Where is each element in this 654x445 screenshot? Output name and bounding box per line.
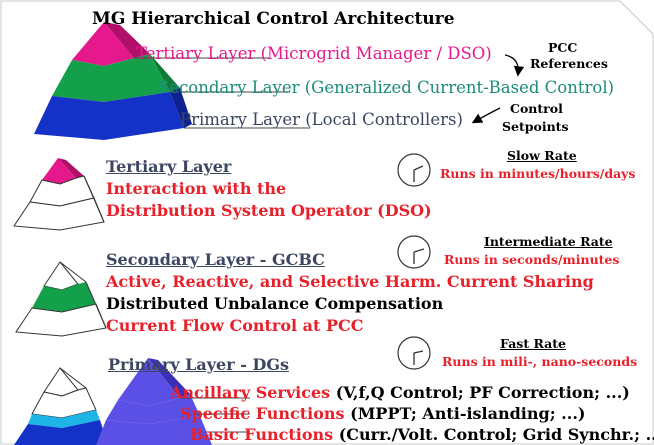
tertiary-heading: Tertiary Layer: [106, 157, 232, 176]
secondary-line2: Distributed Unbalance Compensation: [106, 294, 444, 313]
intermediate-rate-desc: Runs in seconds/minutes: [444, 252, 620, 267]
intermediate-rate-title: Intermediate Rate: [484, 234, 613, 249]
label-secondary-layer: Secondary Layer (Generalized Current-Bas…: [158, 78, 615, 97]
function-specific-name: Specific Functions: [180, 404, 345, 423]
pyramid-primary-tier: [34, 92, 184, 140]
control-arrow: [471, 107, 501, 124]
fast-rate-desc: Runs in mili-, nano-seconds: [442, 354, 638, 369]
functions-pyramid: [96, 358, 250, 445]
pcc-note-line1: PCC: [548, 40, 578, 55]
intermediate-rate-clock-icon: [397, 235, 431, 269]
pyramid-secondary-tier: [52, 54, 170, 102]
tertiary-line2: Distribution System Operator (DSO): [106, 201, 432, 220]
diagram-title: MG Hierarchical Control Architecture: [92, 9, 455, 29]
main-pyramid: [34, 22, 310, 140]
secondary-mini-pyramid: [15, 261, 107, 337]
primary-heading: Primary Layer - DGs: [108, 355, 289, 374]
slow-rate-title: Slow Rate: [507, 148, 577, 163]
function-specific-detail: (MPPT; Anti-islanding; ...): [350, 404, 586, 423]
secondary-line3: Current Flow Control at PCC: [106, 316, 364, 335]
fast-rate-title: Fast Rate: [500, 336, 566, 351]
control-note-line2: Setpoints: [502, 119, 569, 134]
tertiary-mini-pyramid: [13, 158, 105, 231]
function-ancillary-name: Ancillary Services: [170, 383, 331, 402]
tertiary-line1: Interaction with the: [106, 179, 287, 198]
primary-mini-pyramid: [14, 367, 108, 445]
secondary-line1: Active, Reactive, and Selective Harm. Cu…: [106, 272, 594, 291]
function-ancillary-detail: (V,f,Q Control; PF Correction; ...): [335, 383, 630, 402]
function-basic-detail: (Curr./Volt. Control; Grid Synchr.; ...): [338, 425, 654, 444]
pcc-note-line2: References: [530, 56, 608, 71]
function-ancillary: Ancillary Services (V,f,Q Control; PF Co…: [170, 385, 630, 401]
slow-rate-clock-icon: [397, 153, 431, 187]
label-primary-layer: Primary Layer (Local Controllers): [180, 110, 463, 129]
function-specific: Specific Functions (MPPT; Anti-islanding…: [180, 406, 585, 422]
pcc-arrow: [504, 54, 525, 77]
secondary-heading: Secondary Layer - GCBC: [106, 250, 325, 269]
function-basic: Basic Functions (Curr./Volt. Control; Gr…: [190, 427, 654, 443]
fast-rate-clock-icon: [397, 336, 431, 370]
function-basic-name: Basic Functions: [190, 425, 334, 444]
slow-rate-desc: Runs in minutes/hours/days: [440, 166, 636, 181]
pyramid-tertiary-tier: [72, 22, 134, 66]
label-tertiary-layer: Tertiary Layer (Microgrid Manager / DSO): [136, 44, 492, 63]
control-note-line1: Control: [510, 101, 563, 116]
